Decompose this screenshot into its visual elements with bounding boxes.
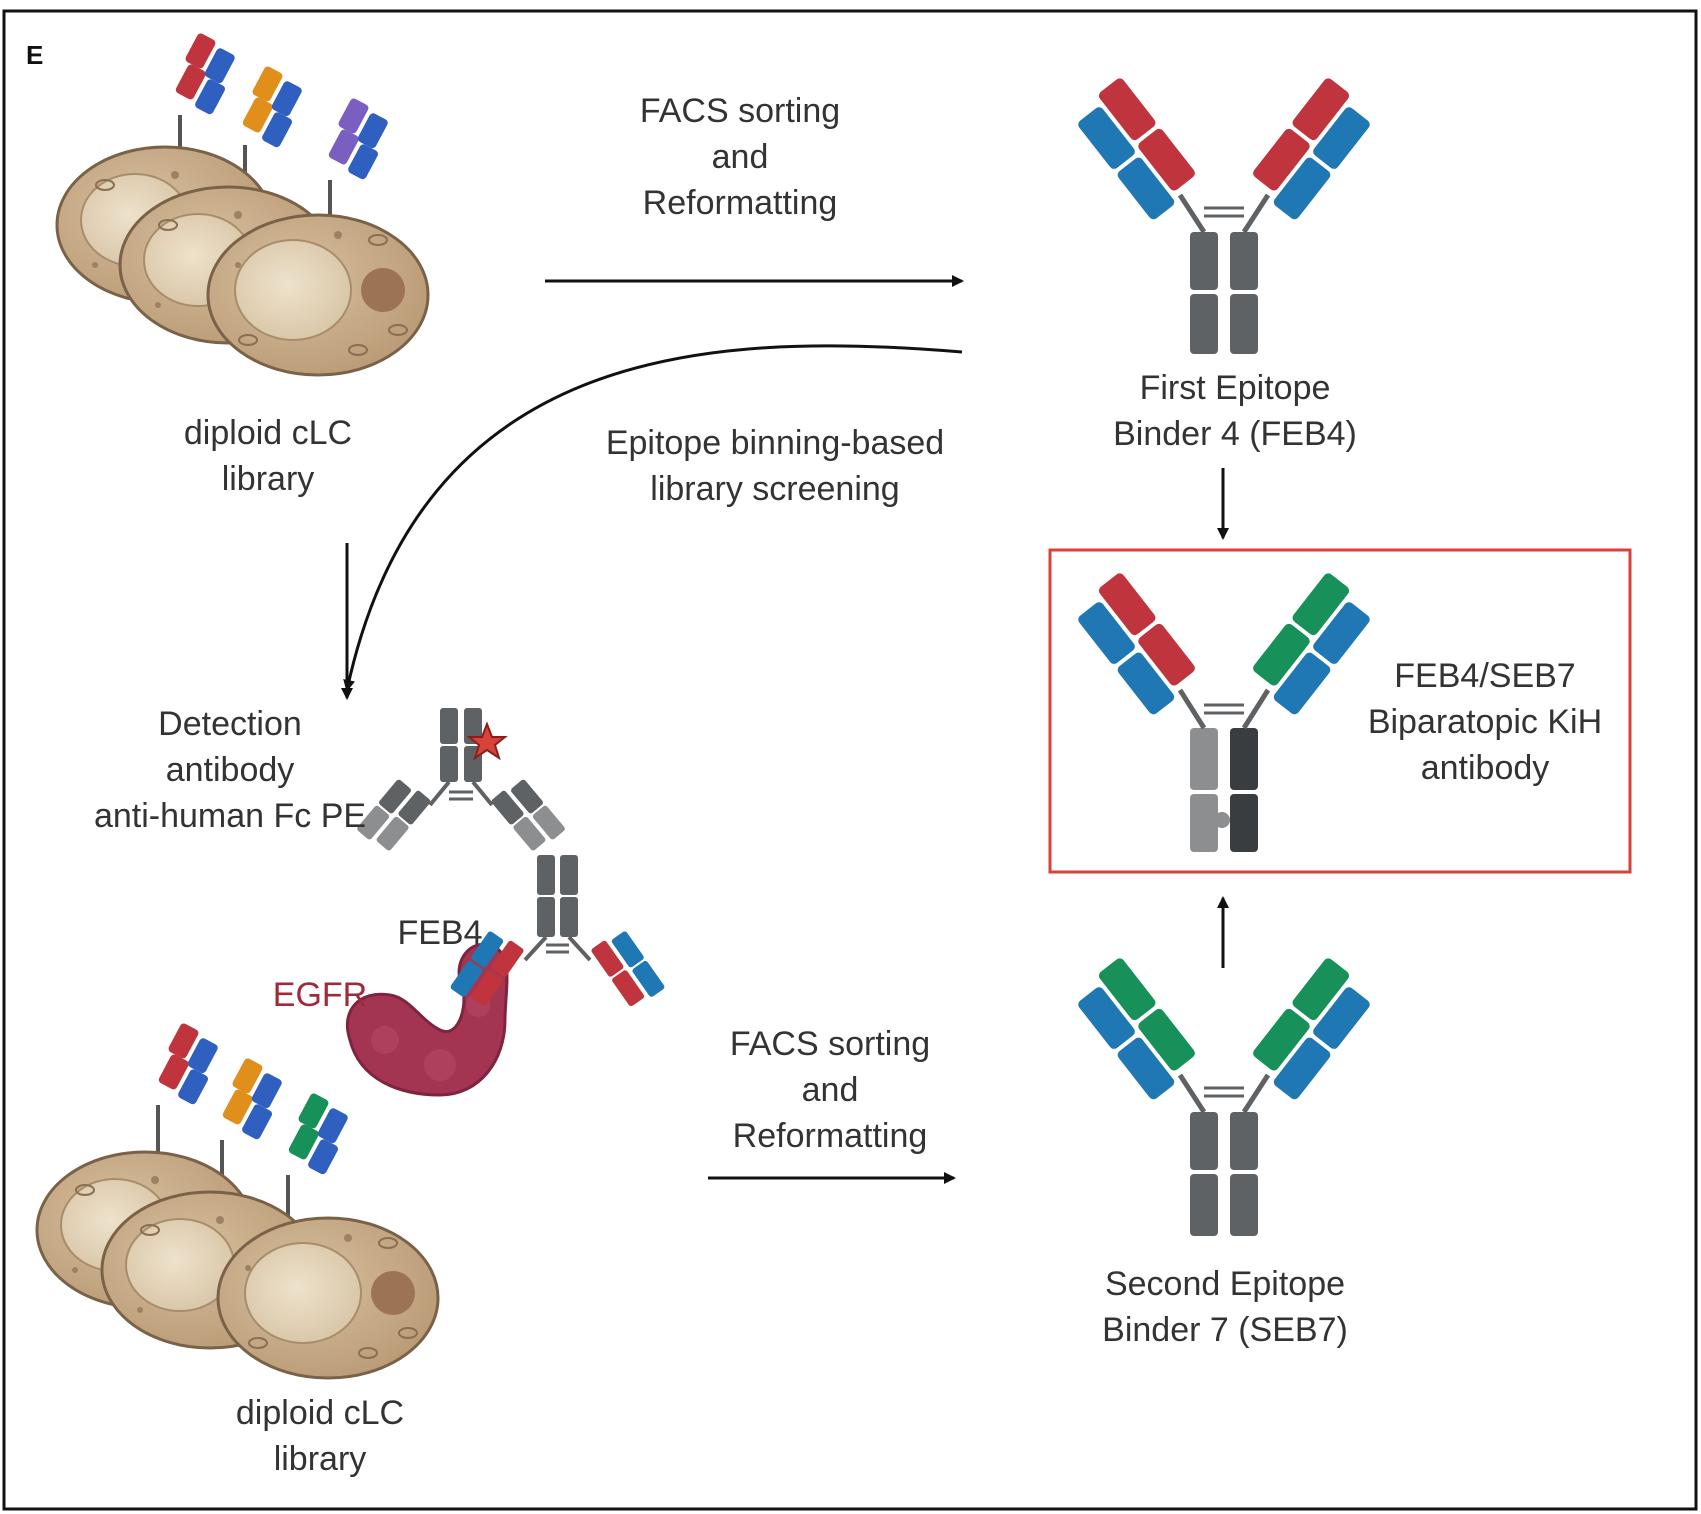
epitope-binning-label: Epitope binning-based library screening (605, 424, 945, 508)
biparatopic-kih-igg (1078, 573, 1370, 852)
egfr-label: EGFR (272, 976, 368, 1014)
bottom-library-illustration (35, 1023, 440, 1380)
detection-antibody-label: Detection antibody anti-human Fc PE (93, 705, 367, 835)
biparatopic-label: FEB4/SEB7 Biparatopic KiH antibody (1367, 657, 1603, 787)
feb4-label: FEB4 (397, 914, 483, 952)
arrow-curved-screening (343, 344, 963, 692)
facs-top-label: FACS sorting and Reformatting (639, 92, 841, 222)
figure-border (2, 9, 1698, 1511)
top-library-label: diploid cLC library (183, 414, 353, 498)
bottom-library-label: diploid cLC library (235, 1394, 405, 1478)
feb4-igg (1078, 78, 1370, 354)
panel-label: E (26, 40, 44, 70)
first-binder-label: First Epitope Binder 4 (FEB4) (1113, 369, 1357, 453)
pe-star-icon (466, 721, 508, 761)
feb4-bound-antibody (450, 855, 665, 1007)
second-binder-label: Second Epitope Binder 7 (SEB7) (1102, 1265, 1348, 1349)
seb7-igg (1078, 958, 1370, 1236)
top-library-illustration (55, 33, 430, 377)
facs-bottom-label: FACS sorting and Reformatting (729, 1025, 931, 1155)
biparatopic-highlight-box (1048, 548, 1632, 874)
detection-antibody (357, 708, 565, 851)
